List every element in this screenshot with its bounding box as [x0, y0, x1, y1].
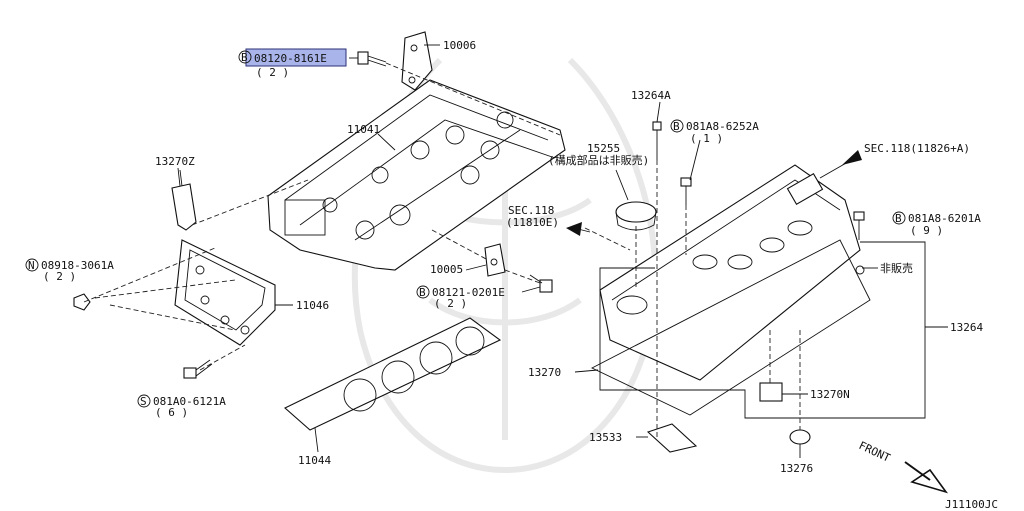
- svg-text:B: B: [241, 51, 248, 64]
- label-08120-8161e[interactable]: 08120-8161E: [254, 52, 327, 65]
- label-sec118-b[interactable]: SEC.118(11826+A): [864, 142, 970, 155]
- marker-s-081a0: S: [137, 394, 151, 408]
- bolt-081a8-6252a[interactable]: [680, 177, 692, 205]
- seal-13270n[interactable]: [759, 382, 783, 402]
- label-sec118-a[interactable]: SEC.118: [508, 204, 554, 217]
- bolt-13264a[interactable]: [652, 121, 662, 160]
- label-13270[interactable]: 13270: [528, 366, 561, 379]
- assembly-lines: [83, 62, 801, 440]
- marker-b-081a8-6252a: B: [670, 119, 684, 133]
- bracket-13533[interactable]: [646, 423, 698, 453]
- svg-text:B: B: [673, 120, 680, 133]
- label-08918-qty: ( 2 ): [43, 270, 76, 283]
- bolt-081a0[interactable]: [183, 359, 213, 379]
- arrow-sec118-11826a: [819, 150, 862, 179]
- label-081a0-qty: ( 6 ): [155, 406, 188, 419]
- label-15255[interactable]: 15255: [587, 142, 620, 155]
- svg-text:B: B: [895, 212, 902, 225]
- rocker-cover-13264[interactable]: [599, 164, 865, 381]
- nut-08918[interactable]: [73, 293, 91, 311]
- grommet-13276[interactable]: [789, 429, 811, 458]
- bolt-08121[interactable]: [529, 274, 553, 293]
- highlight-08120: [245, 48, 347, 67]
- svg-text:N: N: [28, 259, 35, 272]
- label-11046[interactable]: 11046: [296, 299, 329, 312]
- label-11041[interactable]: 11041: [347, 123, 380, 136]
- leader-13264: [599, 241, 948, 419]
- front-arrow: [904, 461, 949, 494]
- head-gasket-11044[interactable]: [284, 317, 502, 453]
- label-08120-qty: ( 2 ): [256, 66, 289, 79]
- label-081a8-6252a-qty: ( 1 ): [690, 132, 723, 145]
- marker-b-08121: B: [416, 285, 430, 299]
- arrow-sec118-11810e: [566, 222, 591, 236]
- label-08918-3061a[interactable]: 08918-3061A: [41, 259, 114, 272]
- label-081a8-6252a[interactable]: 081A8-6252A: [686, 120, 759, 133]
- label-081a0-6121a[interactable]: 081A0-6121A: [153, 395, 226, 408]
- label-13276[interactable]: 13276: [780, 462, 813, 475]
- label-sec118-a-sub: (11810E): [506, 216, 559, 229]
- svg-text:B: B: [419, 286, 426, 299]
- bracket-10006[interactable]: [401, 31, 440, 91]
- label-13533[interactable]: 13533: [589, 431, 622, 444]
- leader-lines: [177, 101, 808, 438]
- label-08121-qty: ( 2 ): [434, 297, 467, 310]
- marker-b-081a8-6201a: B: [892, 211, 906, 225]
- label-081a8-6201a-qty: ( 9 ): [910, 224, 943, 237]
- label-front: FRONT: [857, 439, 893, 465]
- marker-n-08918: N: [25, 258, 39, 272]
- label-13264[interactable]: 13264: [950, 321, 983, 334]
- bolt-081a8-6201a[interactable]: [853, 211, 865, 240]
- gasket-13270[interactable]: [590, 239, 871, 416]
- label-08121-0201e[interactable]: 08121-0201E: [432, 286, 505, 299]
- label-13270z[interactable]: 13270Z: [155, 155, 195, 168]
- bracket-10005[interactable]: [484, 243, 506, 277]
- label-13270n[interactable]: 13270N: [810, 388, 850, 401]
- label-13264a[interactable]: 13264A: [631, 89, 671, 102]
- label-10005[interactable]: 10005: [430, 263, 463, 276]
- label-15255-note: (構成部品は非販売): [548, 153, 649, 167]
- bolt-08120[interactable]: [349, 51, 387, 67]
- marker-b-08120: B: [238, 50, 252, 64]
- oil-cap-15255[interactable]: [615, 201, 657, 231]
- strainer-13270z[interactable]: [171, 169, 197, 231]
- rear-cover-11046[interactable]: [174, 239, 293, 346]
- svg-text:S: S: [140, 395, 147, 408]
- label-10006[interactable]: 10006: [443, 39, 476, 52]
- label-not-sold: 非販売: [880, 262, 913, 275]
- label-11044[interactable]: 11044: [298, 454, 331, 467]
- diagram-code: J11100JC: [945, 498, 998, 511]
- cylinder-head[interactable]: [267, 79, 566, 271]
- label-081a8-6201a[interactable]: 081A8-6201A: [908, 212, 981, 225]
